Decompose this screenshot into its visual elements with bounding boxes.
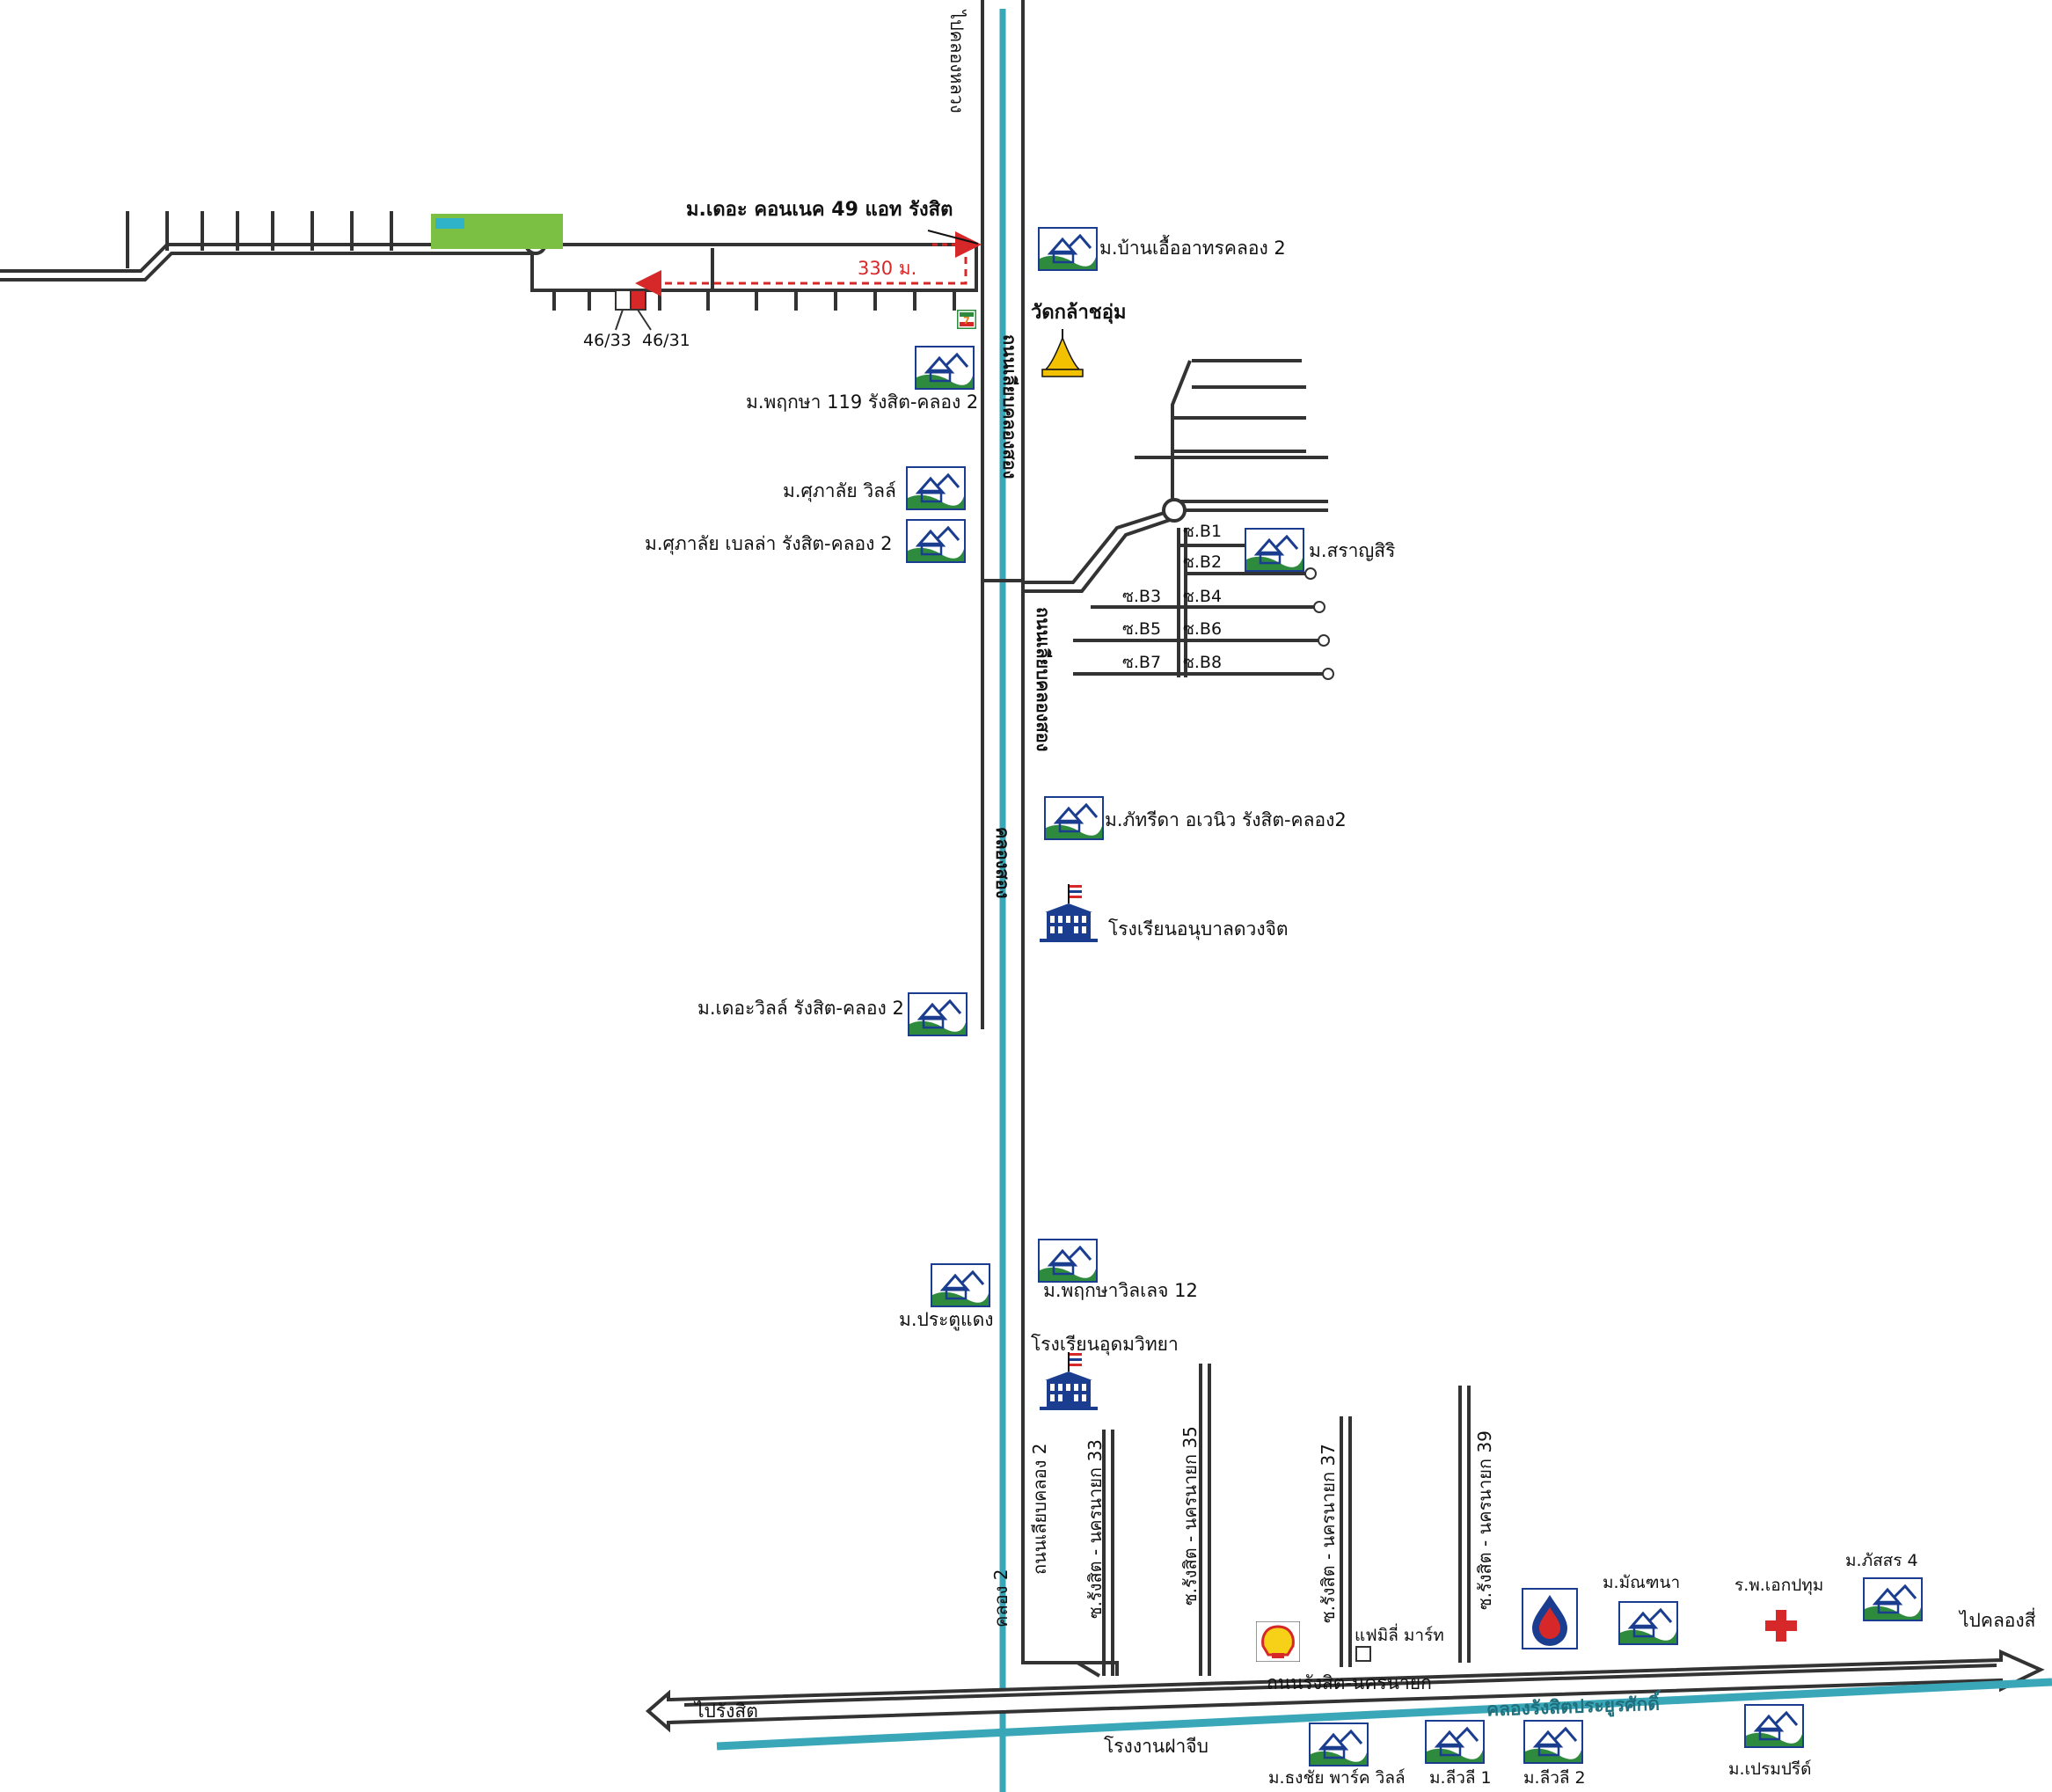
family-mart-icon (1355, 1646, 1371, 1662)
pattarida-label: ม.ภัทรีดา อเวนิว รังสิต-คลอง2 (1105, 809, 1347, 830)
house-icon (906, 466, 966, 510)
house-icon (1618, 1601, 1678, 1645)
the-ville-label: ม.เดอะวิลล์ รังสิต-คลอง 2 (697, 998, 904, 1019)
soi-b3-label: ซ.B3 (1122, 587, 1162, 606)
to-khlong-luang-label: ไปคลองหลวง (946, 11, 968, 113)
house-icon (1863, 1577, 1923, 1621)
thongchai-label: ม.ธงชัย พาร์ค วิลล์ (1268, 1768, 1406, 1788)
plot-label-46-31: 46/31 (642, 331, 690, 350)
soi-b5-label: ซ.B5 (1122, 619, 1162, 639)
ptt-icon (1522, 1588, 1578, 1649)
plot-label-46-33: 46/33 (583, 331, 632, 350)
soi-33-label: ซ.รังสิต - นครนายก 33 (1084, 1439, 1106, 1619)
house-icon (1038, 1239, 1098, 1283)
main-horizontal-road-label: ถนนรังสิต-นครนายก (1267, 1672, 1432, 1693)
distance-route (635, 245, 968, 296)
family-mart-label: แฟมิลี่ มาร์ท (1355, 1626, 1444, 1645)
roundabout-right (1162, 498, 1187, 523)
school-duangjit-label: โรงเรียนอนุบาลดวงจิต (1108, 918, 1289, 940)
shell-icon (1256, 1621, 1300, 1662)
canal-2-label: คลอง 2 (990, 1569, 1011, 1628)
house-icon (1744, 1704, 1804, 1748)
soi-b8-label: ซ.B8 (1183, 653, 1223, 672)
soi-b7-label: ซ.B7 (1122, 653, 1162, 672)
phruksa-12-label: ม.พฤกษาวิลเลจ 12 (1043, 1280, 1198, 1301)
school-udom-label: โรงเรียนอุดมวิทยา (1031, 1334, 1179, 1355)
temple-icon (1041, 329, 1084, 377)
soi-b6-label: ซ.B6 (1183, 619, 1223, 639)
factory-label: โรงงานฝาจีบ (1104, 1736, 1209, 1757)
wat-label: วัดกล้าชอุ่ม (1031, 302, 1127, 324)
svg-text:7: 7 (963, 315, 970, 326)
ban-ua-athon-label: ม.บ้านเอื้ออาทรคลอง 2 (1099, 238, 1286, 259)
house-icon (906, 519, 966, 563)
school-icon (1040, 1352, 1098, 1410)
soi-b2-label: ซ.B2 (1183, 552, 1223, 572)
canal-name-west: คลองสอง (992, 827, 1013, 899)
seven-eleven-icon: 7 (957, 310, 976, 329)
supalai-bella-label: ม.ศุภาลัย เบลล่า รังสิต-คลอง 2 (645, 533, 893, 554)
house-icon (1044, 796, 1104, 840)
mantana-label: ม.มัณฑนา (1603, 1573, 1681, 1592)
soi-b4-label: ซ.B4 (1183, 587, 1223, 606)
bottom-sois (1076, 1364, 1471, 1678)
road-name-middle: ถนนเลียบคลองสอง (1033, 607, 1054, 752)
plot-46-31 (630, 289, 646, 311)
hospital-label: ร.พ.เอกปทุม (1734, 1576, 1824, 1595)
road-liap-khlong-2-label: ถนนเลียบคลอง 2 (1029, 1443, 1050, 1575)
premprecha-label: ม.เปรมปรีด์ (1728, 1759, 1812, 1779)
hospital-cross-icon (1765, 1610, 1797, 1642)
house-icon (1425, 1720, 1485, 1764)
pin-label: ม.เดอะ คอนเนค 49 แอท รังสิต (686, 199, 953, 221)
soi-39-label: ซ.รังสิต - นครนายก 39 (1474, 1430, 1495, 1610)
canal-horizontal (716, 1678, 2052, 1751)
school-icon (1040, 884, 1098, 942)
plot-46-33 (615, 289, 632, 311)
saransiri-label: ม.สราญสิริ (1309, 540, 1396, 561)
house-icon (908, 992, 968, 1036)
pool-area (435, 218, 464, 229)
house-icon (1245, 528, 1304, 572)
main-horizontal-road (645, 1649, 2045, 1733)
house-icon (915, 346, 975, 390)
lili-1-label: ม.ลีวลี 1 (1429, 1768, 1492, 1788)
to-rangsit-label: ไปรังสิต (695, 1701, 758, 1722)
supalai-ville-label: ม.ศุภาลัย วิลล์ (783, 480, 896, 501)
pin-arrow (927, 230, 979, 245)
house-icon (1523, 1720, 1583, 1764)
phruksa-119-label: ม.พฤกษา 119 รังสิต-คลอง 2 (746, 391, 979, 413)
house-icon (1309, 1723, 1369, 1766)
to-khlong-4-label: ไปคลองสี่ (1960, 1610, 2036, 1631)
soi-37-label: ซ.รังสิต - นครนายก 37 (1318, 1444, 1339, 1623)
road-name-upper: ถนนเลียบคลองสอง (999, 334, 1020, 479)
lili-2-label: ม.ลีวลี 2 (1523, 1768, 1586, 1788)
passorn-4-label: ม.ภัสสร 4 (1845, 1551, 1918, 1570)
soi-35-label: ซ.รังสิต - นครนายก 35 (1179, 1426, 1201, 1605)
soi-b1-label: ซ.B1 (1183, 522, 1223, 541)
house-icon (1038, 227, 1098, 271)
top-left-road (0, 211, 978, 311)
distance-label: 330 ม. (858, 258, 917, 279)
soi-network (1023, 359, 1328, 677)
house-icon (931, 1263, 990, 1307)
pratu-daeng-label: ม.ประตูแดง (899, 1309, 994, 1330)
